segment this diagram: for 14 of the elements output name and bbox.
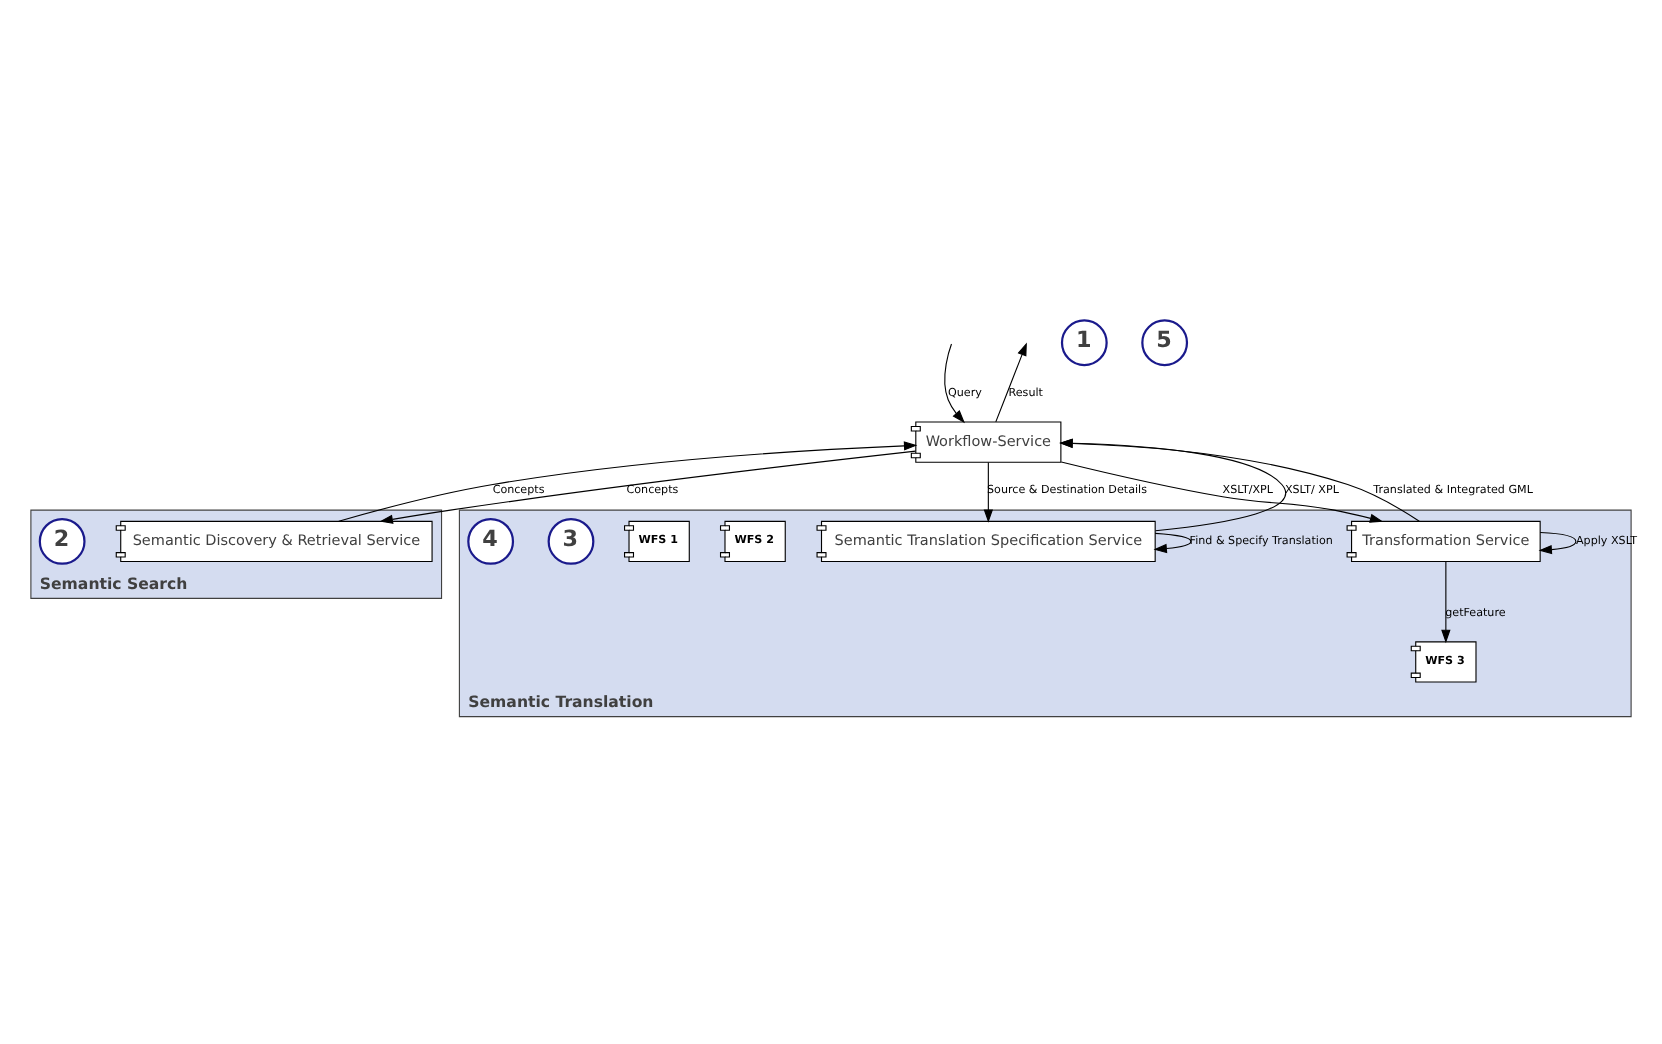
node-circle: 4 bbox=[467, 516, 515, 564]
arrow bbox=[983, 460, 994, 522]
arrow bbox=[379, 449, 917, 523]
arrow bbox=[995, 341, 1027, 422]
arrow bbox=[1060, 460, 1384, 522]
node-circle: 5 bbox=[1141, 318, 1189, 366]
arrow bbox=[944, 342, 965, 423]
node-circle: 1 bbox=[1060, 318, 1108, 366]
arrow bbox=[338, 440, 918, 521]
arrow bbox=[1153, 531, 1192, 553]
arrow bbox=[1538, 530, 1577, 554]
arrow bbox=[1441, 559, 1451, 643]
node-circle: 2 bbox=[38, 516, 86, 564]
node-circle: 3 bbox=[547, 516, 595, 564]
